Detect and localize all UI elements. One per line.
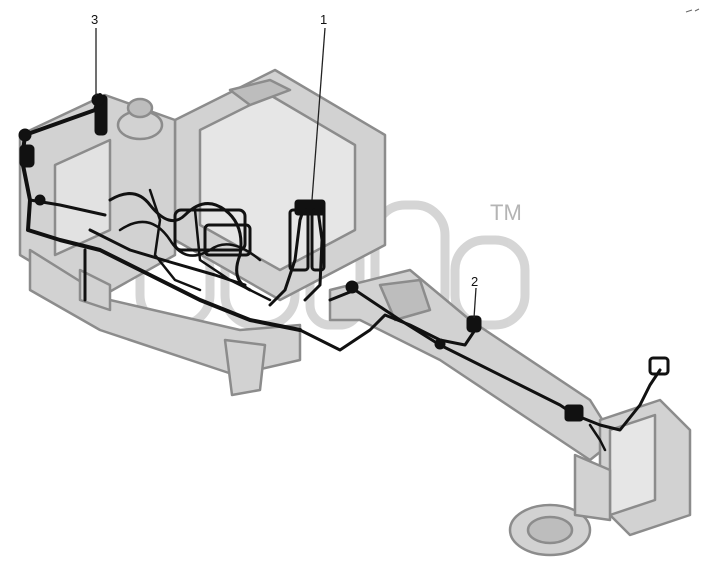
harness-connectors — [18, 93, 670, 422]
corner-mark — [685, 8, 700, 13]
callout-1: 1 — [320, 12, 327, 27]
trademark-text: TM — [490, 200, 522, 225]
callout-2: 2 — [471, 274, 478, 289]
leader-1 — [311, 27, 326, 201]
part-1-connector — [294, 199, 326, 216]
callout-leaders — [95, 27, 477, 319]
callout-3: 3 — [91, 12, 98, 27]
leader-2 — [473, 287, 477, 319]
part-2-connector — [466, 315, 482, 333]
machine-body — [18, 68, 692, 557]
